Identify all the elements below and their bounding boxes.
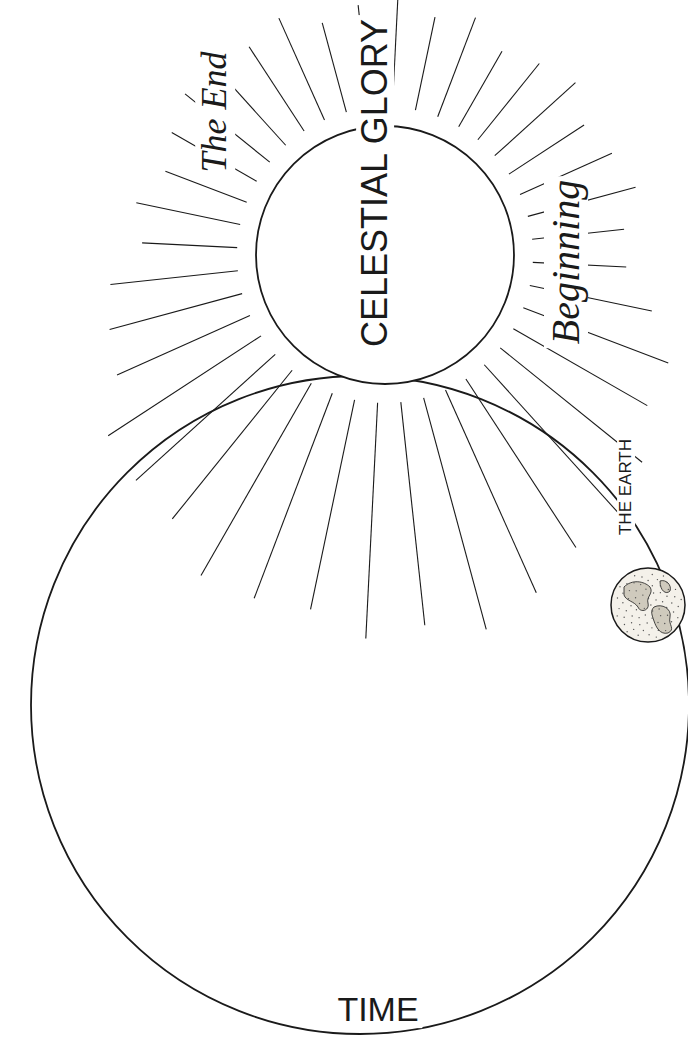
circle-title: CELESTIAL GLORY bbox=[356, 15, 394, 351]
glory-ray bbox=[254, 393, 332, 598]
circle-title: TIME bbox=[333, 992, 422, 1028]
glory-ray bbox=[401, 402, 425, 625]
glory-ray bbox=[438, 18, 476, 117]
time-circle-outline bbox=[30, 375, 688, 1035]
earth-globe-ring bbox=[611, 568, 685, 642]
glory-ray bbox=[136, 354, 275, 480]
script-label: The End bbox=[195, 48, 235, 177]
glory-ray bbox=[311, 400, 355, 610]
glory-ray bbox=[366, 403, 378, 639]
glory-ray bbox=[459, 51, 502, 126]
glory-ray bbox=[424, 398, 487, 629]
glory-ray bbox=[110, 271, 237, 285]
glory-ray bbox=[322, 23, 346, 112]
glory-ray bbox=[446, 390, 537, 593]
glory-ray bbox=[108, 336, 261, 436]
glory-ray bbox=[478, 64, 539, 140]
globe-continents bbox=[617, 574, 682, 638]
glory-circle: CELESTIAL GLORY bbox=[255, 125, 515, 385]
time-circle: TIME bbox=[30, 375, 688, 1035]
earth-globe-outline bbox=[610, 567, 686, 643]
glory-ray bbox=[415, 17, 435, 110]
glory-ray bbox=[466, 379, 576, 548]
glory-ray bbox=[249, 47, 304, 131]
glory-ray bbox=[495, 83, 576, 156]
glory-ray bbox=[201, 383, 311, 575]
glory-ray bbox=[136, 203, 240, 225]
glory-ray bbox=[110, 294, 243, 330]
glory-ray bbox=[117, 316, 250, 376]
glory-ray bbox=[142, 243, 237, 248]
glory-ray bbox=[484, 365, 624, 519]
glory-ray bbox=[279, 18, 325, 120]
script-label: Beginning bbox=[544, 176, 588, 348]
globe-label: THE EARTH bbox=[617, 435, 635, 539]
earth-globe: THE EARTH bbox=[610, 567, 686, 643]
glory-ray bbox=[509, 125, 584, 174]
time-circle-ring bbox=[31, 376, 688, 1034]
